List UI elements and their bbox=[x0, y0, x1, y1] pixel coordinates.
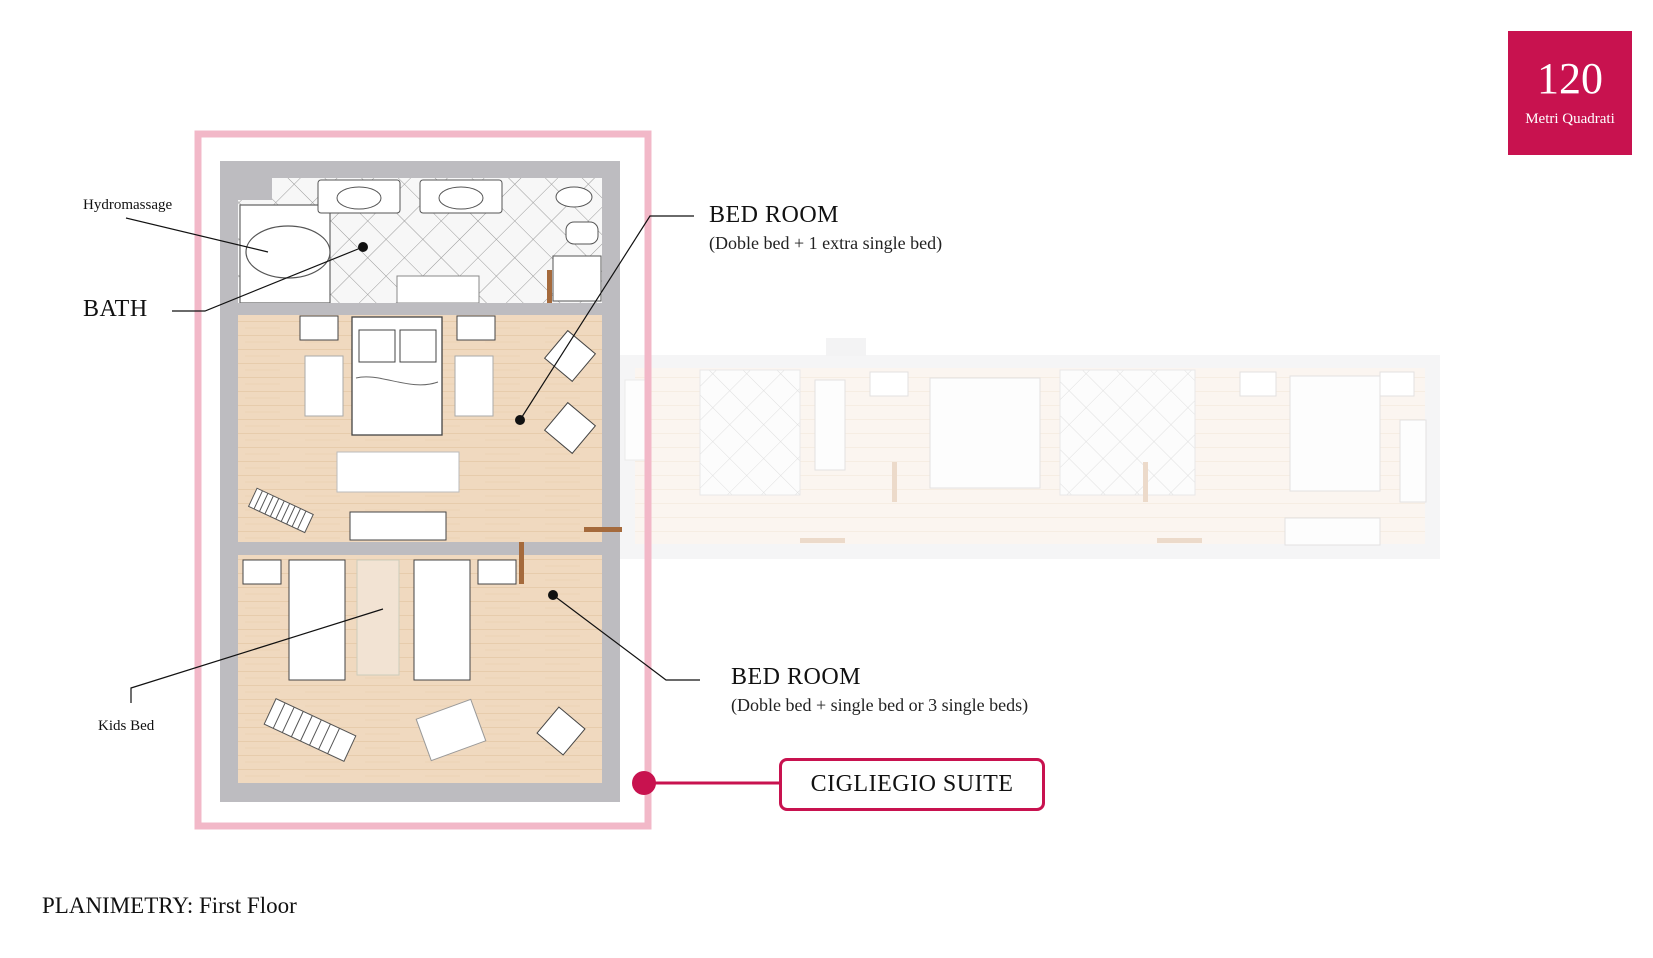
label-bedroom-1-sub: (Doble bed + 1 extra single bed) bbox=[709, 233, 943, 253]
sink-1 bbox=[317, 179, 401, 214]
tv-console bbox=[349, 511, 447, 541]
bench bbox=[336, 451, 460, 493]
callout-dots bbox=[358, 242, 558, 600]
wall-bed-bed bbox=[238, 542, 602, 555]
nightstand-3 bbox=[242, 559, 282, 585]
area-unit: Metri Quadrati bbox=[1525, 111, 1615, 127]
armchair-1 bbox=[543, 329, 597, 383]
suite-outline bbox=[194, 130, 652, 830]
label-bedroom-2: BED ROOM bbox=[731, 664, 862, 690]
area-value: 120 bbox=[1537, 54, 1603, 103]
armchair-3 bbox=[536, 706, 586, 756]
nightstand-2 bbox=[456, 315, 496, 341]
hydromassage-tub bbox=[239, 204, 331, 304]
bath-mat bbox=[396, 275, 480, 304]
rug-left bbox=[304, 355, 344, 417]
floor-title: PLANIMETRY: First Floor bbox=[42, 893, 297, 918]
area-badge: 120 Metri Quadrati bbox=[1508, 31, 1632, 155]
floor-rug-striped-2 bbox=[263, 698, 357, 762]
bedroom1-door bbox=[584, 527, 622, 532]
label-kids-bed: Kids Bed bbox=[98, 718, 155, 734]
label-bedroom-2-sub: (Doble bed + single bed or 3 single beds… bbox=[731, 695, 1029, 715]
label-hydromassage: Hydromassage bbox=[83, 197, 173, 213]
label-bath: BATH bbox=[83, 296, 148, 322]
double-bed bbox=[351, 316, 443, 436]
adjacent-apartment-faded bbox=[620, 338, 1440, 559]
suite-name-badge: CIGLIEGIO SUITE bbox=[779, 758, 1045, 811]
floor-rug-plain bbox=[415, 698, 487, 762]
bath-door bbox=[547, 270, 552, 312]
sink-2 bbox=[419, 179, 503, 214]
toilet bbox=[555, 186, 593, 208]
nightstand-4 bbox=[477, 559, 517, 585]
label-bedroom-1: BED ROOM bbox=[709, 202, 840, 228]
bedroom2-door bbox=[519, 542, 524, 584]
bath-counter-shadow bbox=[238, 178, 272, 200]
shower bbox=[552, 255, 602, 302]
floor-rug-striped bbox=[247, 487, 314, 534]
suite-connector-dot bbox=[632, 771, 656, 795]
single-bed-1 bbox=[288, 559, 346, 681]
rug-right bbox=[454, 355, 494, 417]
single-bed-2 bbox=[413, 559, 471, 681]
bidet bbox=[565, 221, 599, 245]
callout-lines bbox=[125, 215, 700, 703]
armchair-2 bbox=[543, 401, 597, 455]
nightstand-1 bbox=[299, 315, 339, 341]
kids-bed bbox=[356, 559, 400, 676]
wall-bath-bed bbox=[238, 303, 602, 315]
